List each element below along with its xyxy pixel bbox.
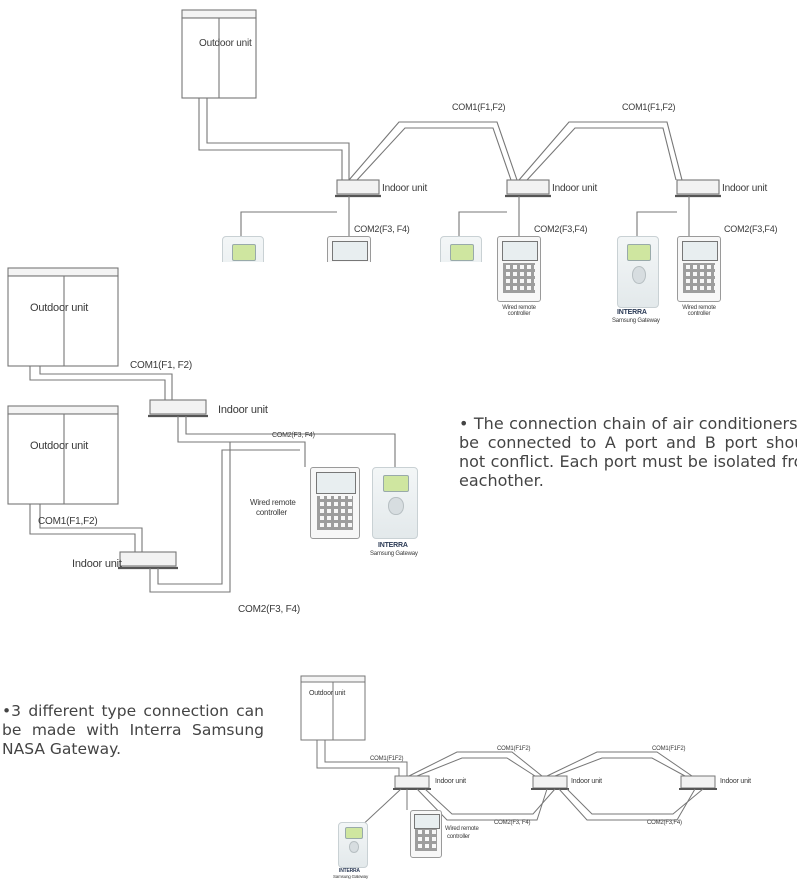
com2-label: COM2(F3, F4) [238,604,301,615]
indoor-unit-label: Indoor unit [571,778,602,785]
samsung-gateway-device [338,822,368,868]
indoor-unit-label: Indoor unit [72,558,122,570]
wired-remote-caption: Wired remote [445,826,479,832]
com2-label: COM2(F3, F4) [272,432,315,439]
wired-remote-controller [497,236,541,302]
wired-remote-caption: Wired remote [250,498,296,507]
com1-label: COM1(F1F2) [497,746,531,752]
gateway-brand-label: INTERRA [339,868,360,874]
wired-remote-caption: Wired remote controller [502,305,536,317]
com2-label: COM2(F3, F4) [354,224,410,234]
com1-label: COM1(F1F2) [370,756,404,762]
gateway-caption: Samsung Gateway [612,318,660,324]
gateway-brand-label: INTERRA [378,542,408,549]
diagram-3-wiring [300,675,717,831]
samsung-gateway-device [617,236,659,308]
diagram-nasa-gateway: Outdoor unit COM1(F1F2) COM1(F1F2) COM1(… [297,670,797,879]
outdoor-unit-label: Outdoor unit [309,690,346,697]
com2-label: COM2(F3, F4) [494,820,531,826]
port-isolation-note: • The connection chain of air conditione… [459,414,797,490]
diagram-2-wiring [7,267,396,593]
wired-remote-caption: controller [256,508,287,517]
com1-label: COM1(F1,F2) [452,102,506,112]
indoor-unit-label: Indoor unit [218,404,268,416]
gateway-brand-label: INTERRA [617,309,647,316]
diagram-two-port: Outdoor unit Outdoor unit COM1(F1, F2) C… [0,262,495,640]
com2-label: COM2(F3,F4) [534,224,588,234]
indoor-unit-label: Indoor unit [720,778,751,785]
indoor-unit-label: Indoor unit [435,778,466,785]
samsung-gateway-device [372,467,418,539]
indoor-unit-label: Indoor unit [722,183,768,194]
com1-label: COM1(F1,F2) [622,102,676,112]
gateway-caption: Samsung Gateway [370,551,418,557]
diagram-1-wiring [181,9,721,236]
com2-label: COM2(F3,F4) [724,224,778,234]
wired-remote-controller [310,467,360,539]
wired-remote-caption: controller [447,834,470,840]
connection-types-note: •3 different type connection can be made… [2,702,264,758]
wired-remote-caption: Wired remote controller [682,305,716,317]
indoor-unit-label: Indoor unit [552,183,598,194]
outdoor-unit-label: Outdoor unit [30,302,89,314]
wired-remote-controller [410,810,442,858]
indoor-unit-label: Indoor unit [382,183,428,194]
gateway-caption: Samsung Gateway [333,874,369,879]
wired-remote-controller [677,236,721,302]
outdoor-unit-label: Outdoor unit [30,440,89,452]
com1-label: COM1(F1,F2) [38,516,98,527]
outdoor-unit-label: Outdoor unit [199,38,252,49]
com1-label: COM1(F1F2) [652,746,686,752]
com2-label: COM2(F3,F4) [647,820,682,826]
com1-label: COM1(F1, F2) [130,360,193,371]
